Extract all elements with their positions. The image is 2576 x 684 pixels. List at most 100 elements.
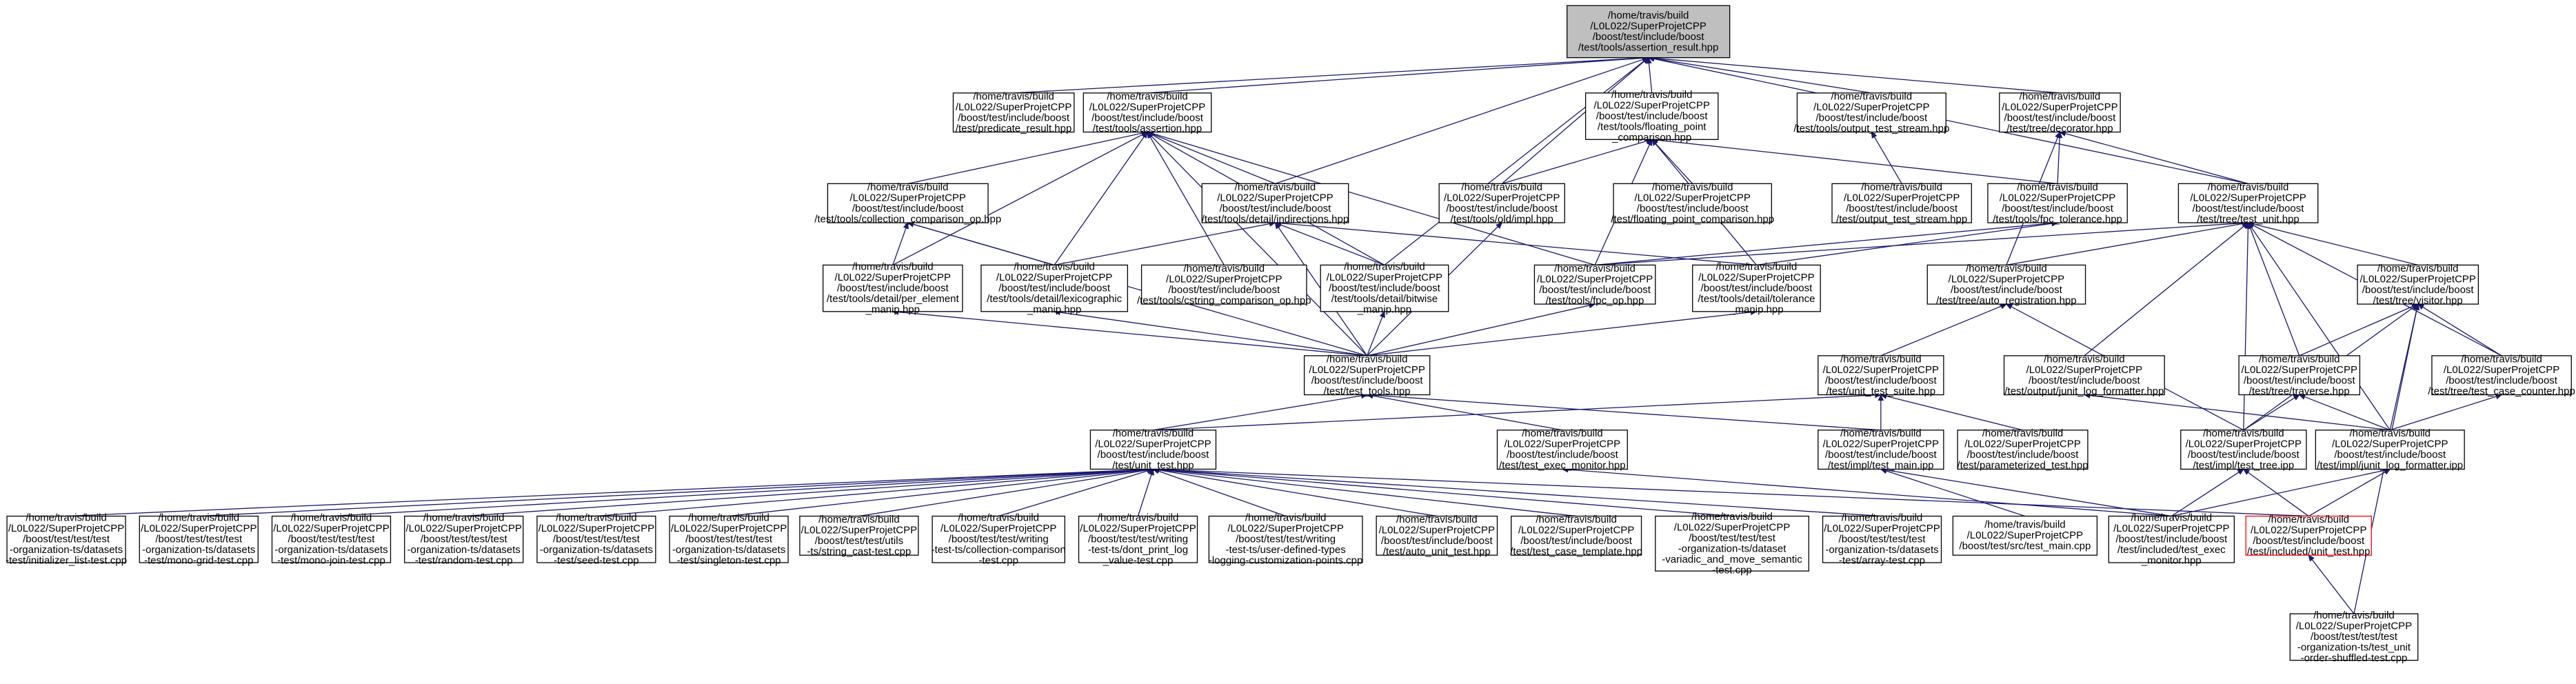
file-node-predicate-result[interactable]: /home/travis/build/L0L022/SuperProjetCPP… — [952, 90, 1075, 134]
edge-line — [1886, 470, 2172, 517]
file-node-per-element-manip[interactable]: /home/travis/build/L0L022/SuperProjetCPP… — [822, 261, 963, 315]
file-node-user-defined-types[interactable]: /home/travis/build/L0L022/SuperProjetCPP… — [1208, 512, 1363, 567]
include-edge — [892, 221, 909, 265]
node-label-line: /L0L022/SuperProjetCPP — [801, 524, 917, 536]
file-node-lexicographic-manip[interactable]: /home/travis/build/L0L022/SuperProjetCPP… — [980, 261, 1128, 315]
file-node-seed-test[interactable]: /home/travis/build/L0L022/SuperProjetCPP… — [536, 512, 656, 567]
file-node-indirections[interactable]: /home/travis/build/L0L022/SuperProjetCPP… — [1201, 181, 1349, 225]
file-node-tolerance-manip[interactable]: /home/travis/build/L0L022/SuperProjetCPP… — [1692, 261, 1821, 315]
node-label-line: /L0L022/SuperProjetCPP — [1964, 439, 2080, 450]
node-label-line: /boost/test/include/boost — [837, 282, 949, 294]
file-node-test-dont-print[interactable]: /home/travis/build/L0L022/SuperProjetCPP… — [1078, 512, 1198, 567]
edge-line — [2057, 137, 2060, 184]
node-label-line: /L0L022/SuperProjetCPP — [1824, 523, 1940, 534]
node-label-line: /boost/test/test/test — [2311, 631, 2398, 643]
node-label-line: /L0L022/SuperProjetCPP — [940, 523, 1056, 534]
edge-line — [1372, 394, 1881, 431]
file-node-collection-comparison-op[interactable]: /home/travis/build/L0L022/SuperProjetCPP… — [814, 181, 1001, 225]
file-node-initializer-list-test[interactable]: /home/travis/build/L0L022/SuperProjetCPP… — [6, 512, 127, 567]
file-node-junit-log-formatter-ipp[interactable]: /home/travis/build/L0L022/SuperProjetCPP… — [2315, 428, 2465, 472]
node-box — [2003, 355, 2165, 396]
node-box — [1822, 515, 1942, 563]
file-node-test-tree-ipp[interactable]: /home/travis/build/L0L022/SuperProjetCPP… — [2180, 428, 2307, 472]
file-node-array-test[interactable]: /home/travis/build/L0L022/SuperProjetCPP… — [1822, 512, 1942, 567]
file-node-string-cast-test[interactable]: /home/travis/build/L0L022/SuperProjetCPP… — [799, 514, 919, 558]
file-node-unit-test-suite[interactable]: /home/travis/build/L0L022/SuperProjetCPP… — [1818, 353, 1944, 397]
file-node-test-main-ipp[interactable]: /home/travis/build/L0L022/SuperProjetCPP… — [1818, 428, 1944, 472]
file-node-random-test[interactable]: /home/travis/build/L0L022/SuperProjetCPP… — [404, 512, 524, 567]
file-node-bitwise-manip[interactable]: /home/travis/build/L0L022/SuperProjetCPP… — [1320, 261, 1449, 315]
file-node-output-test-stream[interactable]: /home/travis/build/L0L022/SuperProjetCPP… — [1831, 181, 1972, 225]
file-node-test-case-template[interactable]: /home/travis/build/L0L022/SuperProjetCPP… — [1510, 514, 1642, 558]
edge-line — [1873, 137, 1902, 184]
file-node-test-unit-order-shuffled[interactable]: /home/travis/build/L0L022/SuperProjetCPP… — [2289, 610, 2419, 664]
file-node-visitor[interactable]: /home/travis/build/L0L022/SuperProjetCPP… — [2357, 263, 2479, 307]
include-edge — [1880, 303, 2008, 356]
node-label-line: /home/travis/build — [1611, 89, 1693, 101]
edge-arrowhead — [1496, 222, 1503, 230]
node-label-line: /test/parameterized_test.hpp — [1957, 460, 2088, 472]
edge-line — [2249, 228, 2300, 356]
file-node-cstring-comparison-op[interactable]: /home/travis/build/L0L022/SuperProjetCPP… — [1137, 263, 1311, 307]
file-node-fpc-op[interactable]: /home/travis/build/L0L022/SuperProjetCPP… — [1533, 263, 1656, 307]
file-node-test-case-counter[interactable]: /home/travis/build/L0L022/SuperProjetCPP… — [2428, 353, 2575, 397]
node-label-line: /test/floating_point_comparison.hpp — [1611, 213, 1774, 225]
file-node-mono-grid-test[interactable]: /home/travis/build/L0L022/SuperProjetCPP… — [139, 512, 259, 567]
node-label-line: /L0L022/SuperProjetCPP — [1227, 523, 1343, 534]
file-node-singleton-test[interactable]: /home/travis/build/L0L022/SuperProjetCPP… — [669, 512, 789, 567]
node-label-line: /L0L022/SuperProjetCPP — [2444, 364, 2559, 376]
node-label-line: /L0L022/SuperProjetCPP — [2113, 523, 2229, 534]
file-node-test-exec-monitor-included[interactable]: /home/travis/build/L0L022/SuperProjetCPP… — [2108, 512, 2235, 567]
node-label-line: /test/tools/detail/lexicographic — [987, 293, 1122, 305]
file-node-test-tools[interactable]: /home/travis/build/L0L022/SuperProjetCPP… — [1303, 353, 1431, 397]
node-label-line: /boost/test/include/boost — [1329, 282, 1441, 294]
node-label-line: /home/travis/build — [2313, 610, 2395, 621]
file-node-root[interactable]: /home/travis/build/L0L022/SuperProjetCPP… — [1566, 5, 1731, 59]
node-label-line: _manip.hpp — [1729, 303, 1783, 315]
file-node-assertion[interactable]: /home/travis/build/L0L022/SuperProjetCPP… — [1083, 90, 1212, 134]
file-node-output-test-stream-tools[interactable]: /home/travis/build/L0L022/SuperProjetCPP… — [1793, 90, 1949, 134]
file-node-unit-test[interactable]: /home/travis/build/L0L022/SuperProjetCPP… — [1089, 428, 1217, 472]
include-edge — [2059, 130, 2248, 185]
include-edge — [1595, 220, 2249, 266]
file-node-test-exec-monitor-hpp[interactable]: /home/travis/build/L0L022/SuperProjetCPP… — [1496, 428, 1628, 472]
include-edge — [907, 130, 1149, 185]
node-label-line: /home/travis/build — [1536, 514, 1617, 525]
edge-line — [1054, 223, 1270, 266]
file-node-floating-point-comparison-test[interactable]: /home/travis/build/L0L022/SuperProjetCPP… — [1611, 181, 1774, 225]
node-label-line: -organization-ts/datasets — [274, 544, 388, 556]
node-box — [799, 515, 919, 556]
node-label-line: /boost/test/include/boost — [1701, 282, 1813, 294]
file-node-parameterized-test[interactable]: /home/travis/build/L0L022/SuperProjetCPP… — [1957, 428, 2089, 472]
include-edge — [1880, 468, 2026, 517]
edge-line — [913, 223, 1367, 356]
node-label-line: /L0L022/SuperProjetCPP — [539, 523, 654, 534]
node-label-line: /test/tree/decorator.hpp — [2006, 123, 2113, 134]
file-node-test-main-cpp[interactable]: /home/travis/build/L0L022/SuperProjetCPP… — [1952, 515, 2098, 556]
file-node-floating-point-comparison[interactable]: /home/travis/build/L0L022/SuperProjetCPP… — [1584, 89, 1719, 143]
node-label-line: /L0L022/SuperProjetCPP — [2000, 192, 2115, 203]
file-node-old-impl[interactable]: /home/travis/build/L0L022/SuperProjetCPP… — [1438, 181, 1565, 225]
file-node-variadic-and-move[interactable]: /home/travis/build/L0L022/SuperProjetCPP… — [1655, 511, 1809, 576]
edge-line — [2171, 470, 2385, 517]
node-label-line: -organization-ts/datasets — [407, 544, 521, 556]
file-node-auto-unit-test[interactable]: /home/travis/build/L0L022/SuperProjetCPP… — [1376, 514, 1498, 558]
file-node-auto-registration[interactable]: /home/travis/build/L0L022/SuperProjetCPP… — [1926, 263, 2086, 307]
edge-line — [1153, 394, 1875, 431]
file-node-fpc-tolerance[interactable]: /home/travis/build/L0L022/SuperProjetCPP… — [1987, 181, 2128, 225]
node-label-line: /L0L022/SuperProjetCPP — [1590, 20, 1706, 32]
file-node-junit-log-formatter-hpp[interactable]: /home/travis/build/L0L022/SuperProjetCPP… — [2003, 353, 2165, 397]
edge-arrowhead — [2055, 131, 2061, 139]
file-node-collection-comparison-test[interactable]: /home/travis/build/L0L022/SuperProjetCPP… — [932, 512, 1066, 567]
node-label-line: -test.cpp — [978, 555, 1018, 567]
include-edge — [1595, 220, 2059, 266]
file-node-test-unit[interactable]: /home/travis/build/L0L022/SuperProjetCPP… — [2177, 181, 2319, 225]
node-label-line: /boost/test/test/test — [421, 534, 508, 545]
include-edge — [1152, 468, 1286, 517]
file-node-unit-test-included[interactable]: /home/travis/build/L0L022/SuperProjetCPP… — [2245, 514, 2372, 558]
file-node-traverse[interactable]: /home/travis/build/L0L022/SuperProjetCPP… — [2238, 353, 2361, 397]
file-node-decorator[interactable]: /home/travis/build/L0L022/SuperProjetCPP… — [1999, 90, 2121, 134]
node-label-line: /home/travis/build — [1014, 261, 1095, 272]
file-node-mono-join-test[interactable]: /home/travis/build/L0L022/SuperProjetCPP… — [271, 512, 392, 567]
node-label-line: /test/tools/fpc_tolerance.hpp — [1993, 213, 2122, 225]
